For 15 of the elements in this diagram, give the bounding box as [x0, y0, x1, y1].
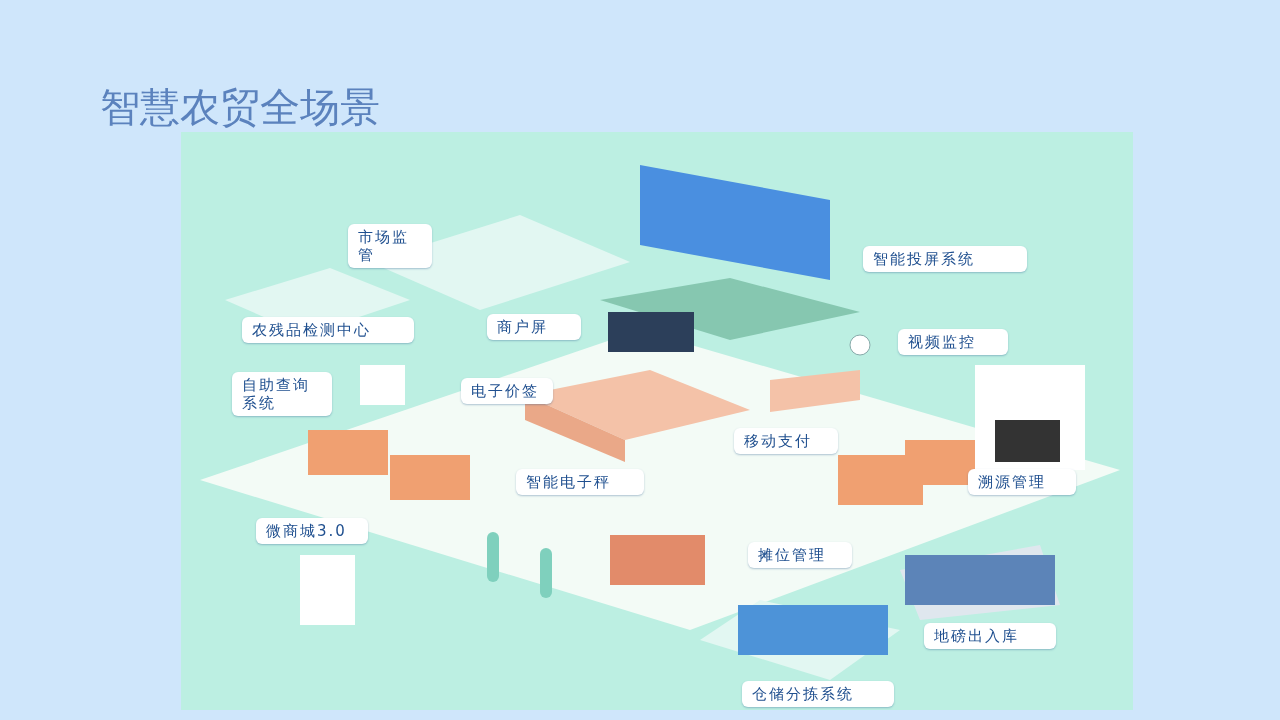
callout-label: 商户屏: [487, 314, 581, 340]
callout-label: 移动支付: [734, 428, 838, 454]
callout-label: 智能电子秤: [516, 469, 644, 495]
callout-label: 市场监管: [348, 224, 432, 268]
callout-label: 农残品检测中心: [242, 317, 414, 343]
callout-label: 摊位管理: [748, 542, 852, 568]
callout-label: 地磅出入库: [924, 623, 1056, 649]
callout-label: 智能投屏系统: [863, 246, 1027, 272]
callout-label: 溯源管理: [968, 469, 1076, 495]
callout-label: 视频监控: [898, 329, 1008, 355]
callout-label: 仓储分拣系统: [742, 681, 894, 707]
callout-label: 自助查询系统: [232, 372, 332, 416]
callout-label: 微商城3.0: [256, 518, 368, 544]
page-title: 智慧农贸全场景: [100, 83, 380, 132]
callout-label: 电子价签: [461, 378, 553, 404]
